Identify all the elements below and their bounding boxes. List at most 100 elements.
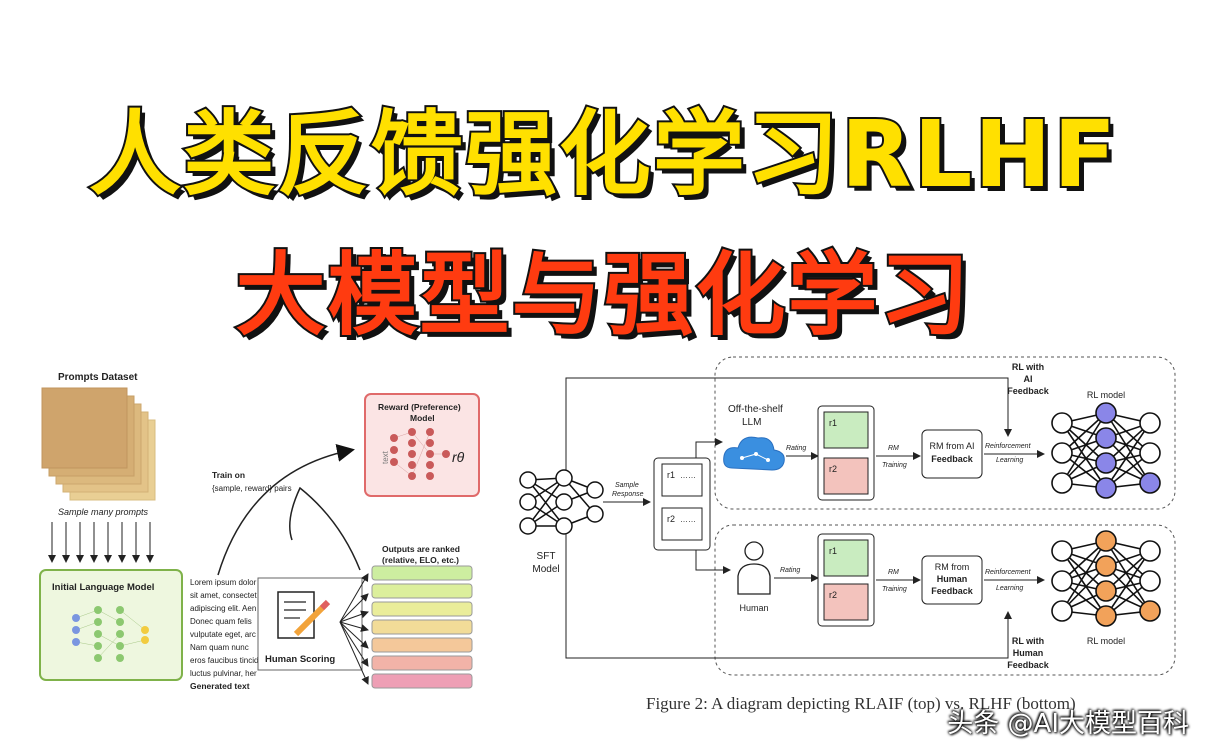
lorem-line: Donec quam felis xyxy=(190,617,252,626)
rl-network-node xyxy=(1095,555,1117,577)
ai-rl-sub: Learning xyxy=(996,457,1023,464)
ranked-output-bars xyxy=(371,565,473,689)
human-rated-r2-label: r2 xyxy=(829,590,837,600)
rl-network-edge xyxy=(1061,550,1107,617)
rm-human-sub: Feedback xyxy=(931,586,974,596)
rl-model-top-label: RL model xyxy=(1087,390,1125,400)
initial-lm-box xyxy=(39,569,183,681)
rl-ai-feedback-sub: Feedback xyxy=(1007,386,1050,396)
rl-network-node xyxy=(1051,540,1073,562)
train-arrow xyxy=(217,444,355,576)
rm-human-feedback-box xyxy=(921,555,983,605)
ai-rm-label: RM xyxy=(888,445,899,452)
scoring-arrows xyxy=(339,573,369,685)
rl-network-node xyxy=(1095,530,1117,552)
sample-response-label: Sample xyxy=(615,482,639,489)
human-rl-label: Reinforcement xyxy=(985,569,1032,576)
generated-text-label: Generated text xyxy=(190,681,250,691)
rl-network-node xyxy=(1051,442,1073,464)
rl-network-edge xyxy=(1105,412,1151,484)
rl-network-node xyxy=(1139,472,1161,494)
sft-to-rlaif-arrow xyxy=(565,377,1012,470)
rl-network-node xyxy=(1095,580,1117,602)
ranked-output-bar xyxy=(371,583,473,599)
lorem-line: sit amet, consectet xyxy=(190,591,257,600)
lorem-line: Nam quam nunc xyxy=(190,643,249,652)
rl-network-node xyxy=(1095,452,1117,474)
ranked-output-bar xyxy=(371,601,473,617)
human-rated-r1-label: r1 xyxy=(829,546,837,556)
rl-network-node xyxy=(1051,472,1073,494)
rl-network-edge xyxy=(1105,422,1151,489)
human-rated-r2 xyxy=(823,583,869,621)
rl-network-node xyxy=(1095,427,1117,449)
prompt-arrows xyxy=(48,522,154,563)
rl-network-edge xyxy=(1105,540,1151,612)
prompts-dataset-label: Prompts Dataset xyxy=(58,372,138,383)
rlhf-dashed-region xyxy=(714,524,1176,676)
rm-human-mid: Human xyxy=(937,574,968,584)
ai-rm-sub: Training xyxy=(882,462,907,469)
rl-network-node xyxy=(1095,477,1117,499)
response-r2-label: r2 xyxy=(667,514,675,524)
initial-lm-network xyxy=(72,606,149,662)
reward-model-label: Reward (Preference) xyxy=(378,402,461,412)
human-rating-label: Rating xyxy=(780,567,800,574)
rl-network-node xyxy=(1051,600,1073,622)
human-rated-r1 xyxy=(823,539,869,577)
ranked-output-bar xyxy=(371,673,473,689)
human-icon xyxy=(737,541,771,595)
rl-model-bottom-label: RL model xyxy=(1087,636,1125,646)
rank-to-reward-curve xyxy=(289,486,361,571)
watermark: 头条 @AI大模型百科 xyxy=(947,709,1189,739)
human-rm-label: RM xyxy=(888,569,899,576)
ranked-output-bar xyxy=(371,637,473,653)
lorem-line: luctus pulvinar, her xyxy=(190,669,257,678)
rl-network-node xyxy=(1051,570,1073,592)
scoring-sheet-icon xyxy=(277,591,331,639)
rl-network-node xyxy=(1139,540,1161,562)
rlaif-dashed-region xyxy=(714,356,1176,510)
rl-human-feedback-sub: Feedback xyxy=(1007,660,1050,670)
lorem-line: adipiscing elit. Aen xyxy=(190,604,256,613)
human-rl-sub: Learning xyxy=(996,585,1023,592)
rl-network-node xyxy=(1095,402,1117,424)
to-llm-arrow xyxy=(695,438,723,458)
lorem-line: vulputate eget, arc xyxy=(190,630,256,639)
rl-network-node xyxy=(1051,412,1073,434)
outputs-ranked-sub: (relative, ELO, etc.) xyxy=(382,555,459,565)
train-on-label: Train on xyxy=(212,470,245,480)
sft-label: SFT xyxy=(537,551,556,562)
response-r1-dots: …… xyxy=(680,471,696,480)
human-scoring-label: Human Scoring xyxy=(265,654,335,665)
subtitle: 大模型与强化学习 xyxy=(234,241,972,350)
rl-network-edge xyxy=(1061,422,1107,489)
rl-network-node xyxy=(1139,412,1161,434)
reward-text-axis: text xyxy=(381,450,390,464)
right-rlaif-diagram: SFT Model Sample Response r1 …… r2 …… Of… xyxy=(519,356,1176,676)
reward-symbol: rθ xyxy=(452,449,465,465)
rl-human-feedback-mid: Human xyxy=(1013,648,1044,658)
rl-network-edge xyxy=(1061,412,1107,484)
rl-network-node xyxy=(1139,442,1161,464)
rl-human-feedback-label: RL with xyxy=(1012,636,1044,646)
train-on-sub: {sample, reward} pairs xyxy=(212,484,292,493)
response-r2 xyxy=(661,507,703,541)
rl-model-top-network xyxy=(1051,402,1161,499)
sft-sub: Model xyxy=(532,564,559,575)
rm-ai-feedback-box xyxy=(921,429,983,479)
ai-rated-r1 xyxy=(823,411,869,449)
rl-ai-feedback-mid: AI xyxy=(1024,374,1033,384)
rm-ai-label: RM from AI xyxy=(929,441,974,451)
lorem-line: Lorem ipsum dolor xyxy=(190,578,257,587)
rl-network-edge xyxy=(1105,550,1151,617)
outputs-ranked-label: Outputs are ranked xyxy=(382,544,460,554)
rl-network-node xyxy=(1139,570,1161,592)
initial-lm-label: Initial Language Model xyxy=(52,582,154,593)
sft-model-network xyxy=(519,469,604,535)
rl-ai-feedback-label: RL with xyxy=(1012,362,1044,372)
rl-model-bottom-network xyxy=(1051,530,1161,627)
to-human-arrow xyxy=(695,550,731,574)
ranked-output-bar xyxy=(371,655,473,671)
sample-prompts-label: Sample many prompts xyxy=(58,507,149,517)
